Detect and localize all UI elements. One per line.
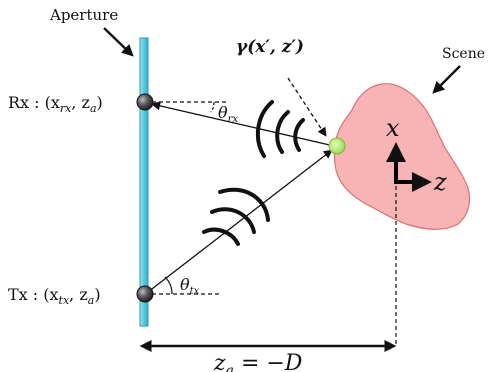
axis-z-label: z [433, 168, 447, 196]
tx-label: Tx : (xtx, za) [8, 285, 101, 307]
transmit-wave-arc-1 [202, 227, 240, 246]
scene-label: Scene [442, 46, 485, 62]
receive-wave-arc-1 [255, 100, 274, 158]
rx-label: Rx : (xrx, za) [8, 93, 103, 115]
transmit-ray [147, 149, 333, 293]
gamma-label: γ(x′, z′) [236, 37, 304, 57]
scene-pointer-arrow [432, 65, 461, 94]
aperture-pointer-arrow [103, 27, 134, 57]
aperture-bar [139, 37, 149, 327]
axis-x-label: x [386, 114, 400, 142]
receive-wave-arc-2 [275, 110, 290, 154]
target-point [328, 137, 346, 155]
scene-region [333, 83, 471, 230]
theta-tx-arc [164, 276, 173, 295]
distance-label: za = −D [213, 351, 303, 372]
transmit-wave-arc-3 [218, 187, 270, 222]
theta-rx-arc [210, 101, 215, 113]
receive-wave-arc-3 [293, 118, 305, 152]
theta-rx-label: θrx [218, 103, 238, 125]
transmit-wave-arc-2 [210, 207, 256, 234]
receive-ray [151, 101, 335, 147]
tx-antenna [136, 285, 154, 303]
rx-antenna [136, 93, 154, 111]
aperture-label: Aperture [49, 6, 118, 24]
gamma-pointer-arrow [287, 77, 327, 137]
theta-tx-label: θtx [180, 275, 200, 297]
